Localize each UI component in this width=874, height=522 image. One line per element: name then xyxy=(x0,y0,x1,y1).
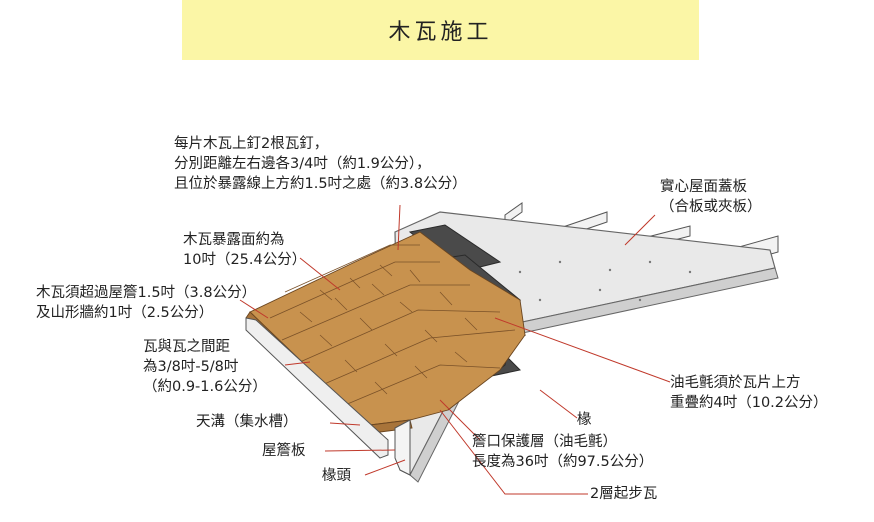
shingle-course-lines xyxy=(269,244,516,406)
label-exposure-line-1: 木瓦暴露面約為 xyxy=(183,232,285,248)
deck-nails xyxy=(518,260,692,302)
leader-felt xyxy=(494,317,671,383)
leader-spacing xyxy=(284,361,311,366)
shingle-gaps xyxy=(299,264,478,395)
leader-rafter xyxy=(539,389,578,419)
label-starter: 2層起步瓦 xyxy=(590,486,658,502)
leader-fascia xyxy=(324,449,396,452)
label-exposure: 木瓦暴露面約為 10吋（25.4公分） xyxy=(183,230,306,270)
label-exposure-line-2: 10吋（25.4公分） xyxy=(183,252,307,268)
label-rafter-tail: 椽頭 xyxy=(322,468,351,484)
fascia-board xyxy=(394,419,411,476)
leader-deck xyxy=(624,214,656,246)
label-eave-line-2: 長度為36吋（約97.5公分） xyxy=(472,454,654,470)
label-spacing-line-2: 為3/8吋-5/8吋 xyxy=(143,359,239,375)
label-gutter: 天溝（集水槽） xyxy=(196,414,298,430)
leader-eave xyxy=(439,399,481,441)
label-overhang-line-1: 木瓦須超過屋簷1.5吋（3.8公分） xyxy=(36,285,257,301)
label-nails: 每片木瓦上釘2根瓦釘， 分別距離左右邊各3/4吋（約1.9公分）， 且位於暴露線… xyxy=(174,134,467,194)
label-spacing-line-3: （約0.9-1.6公分） xyxy=(143,379,267,395)
title-banner: 木瓦施工 xyxy=(182,0,699,60)
label-nails-line-2: 分別距離左右邊各3/4吋（約1.9公分）， xyxy=(174,156,431,172)
label-deck: 實心屋面蓋板 （合板或夾板） xyxy=(660,177,762,217)
label-spacing: 瓦與瓦之間距 為3/8吋-5/8吋 （約0.9-1.6公分） xyxy=(143,337,267,397)
label-deck-line-2: （合板或夾板） xyxy=(660,199,762,215)
label-felt-line-1: 油毛氈須於瓦片上方 xyxy=(670,375,801,391)
page-title: 木瓦施工 xyxy=(388,20,493,45)
leader-nails xyxy=(397,204,401,251)
label-eave-line-1: 簷口保護層（油毛氈） xyxy=(472,434,617,450)
label-nails-line-1: 每片木瓦上釘2根瓦釘， xyxy=(174,136,329,152)
label-overhang: 木瓦須超過屋簷1.5吋（3.8公分） 及山形牆約1吋（2.5公分） xyxy=(36,283,256,323)
leader-gutter xyxy=(329,422,361,426)
leader-rafter-tail xyxy=(364,459,406,476)
label-felt: 油毛氈須於瓦片上方 重疊約4吋（10.2公分） xyxy=(670,373,828,413)
label-fascia: 屋簷板 xyxy=(262,443,306,459)
label-spacing-line-1: 瓦與瓦之間距 xyxy=(143,339,230,355)
label-nails-line-3: 且位於暴露線上方約1.5吋之處（約3.8公分） xyxy=(174,176,467,192)
leader-exposure xyxy=(299,257,341,291)
label-overhang-line-2: 及山形牆約1吋（2.5公分） xyxy=(36,305,214,321)
label-rafter: 椽 xyxy=(577,412,592,428)
label-deck-line-1: 實心屋面蓋板 xyxy=(660,179,747,195)
leader-lines xyxy=(239,204,671,495)
label-felt-line-2: 重疊約4吋（10.2公分） xyxy=(670,395,828,411)
leader-overhang xyxy=(239,299,269,319)
gutter xyxy=(245,317,389,459)
leader-starter xyxy=(439,409,588,495)
label-eave-protection: 簷口保護層（油毛氈） 長度為36吋（約97.5公分） xyxy=(472,432,653,472)
